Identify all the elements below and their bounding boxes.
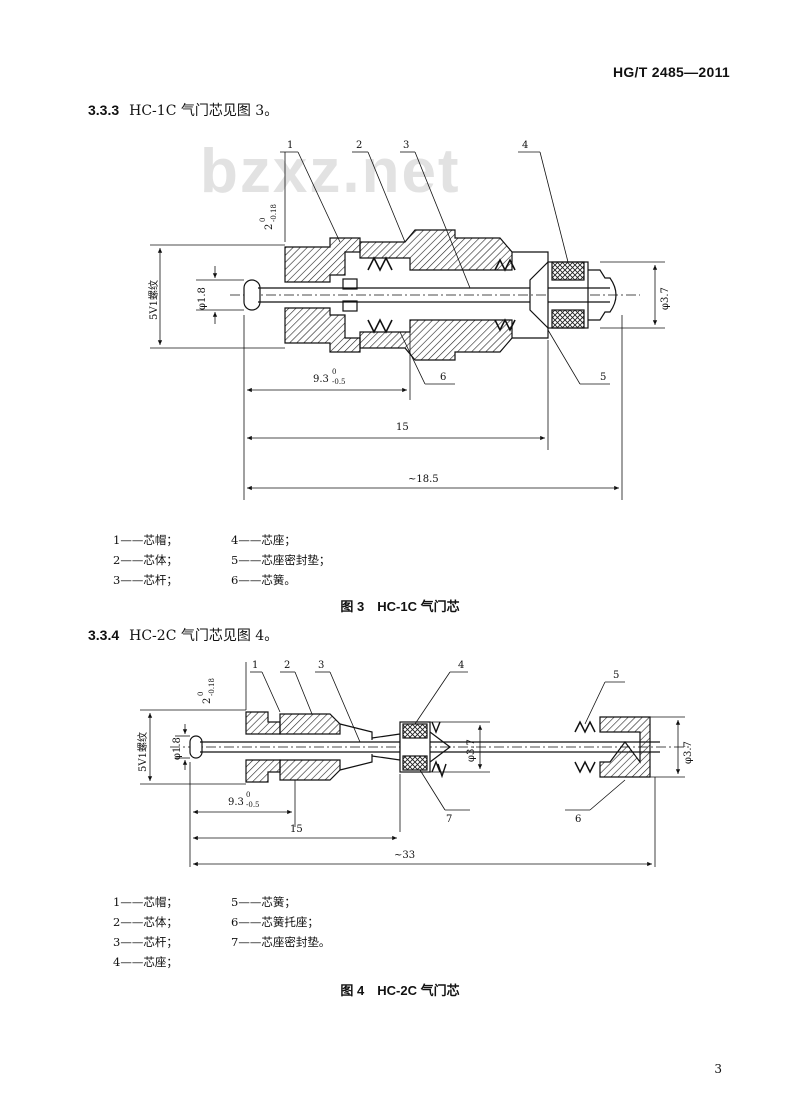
callout-2: 2	[356, 140, 362, 151]
phi-large-label: φ3.7	[660, 287, 671, 310]
section-3-3-3: 3.3.3 HC-1C 气门芯见图 3。	[88, 100, 278, 120]
figure-3-legend: 1——芯帽； 4——芯座； 2——芯体； 5——芯座密封垫； 3——芯杆； 6——芯簧…	[113, 530, 330, 590]
legend-item: 1——芯帽；	[113, 895, 178, 909]
thread-label: 5V1螺纹	[136, 732, 149, 772]
tol-sup: 0	[197, 692, 205, 696]
dimension-texts-fig3: 1 2 3 4 5 6 5V1螺纹 φ1.8 φ3.7 2 0 -0.18 9.…	[147, 140, 671, 485]
len-a-main: 9.3	[313, 374, 329, 385]
section-text: HC-1C 气门芯见图 3。	[129, 103, 279, 119]
legend-row: 2——芯体； 5——芯座密封垫；	[113, 550, 330, 570]
phi-small-label: φ1.8	[197, 287, 208, 310]
callout-2: 2	[284, 660, 290, 671]
len-a-sub: -0.5	[246, 801, 260, 809]
legend-item: 5——芯簧；	[231, 895, 296, 909]
callout-7: 7	[446, 814, 452, 825]
figure-3-caption: 图 3 HC-1C 气门芯	[340, 599, 460, 614]
callout-5: 5	[613, 670, 619, 681]
tol-sup: 0	[259, 218, 267, 222]
callout-5: 5	[600, 372, 606, 383]
valve-core-hc1c	[230, 229, 640, 361]
watermark: bzxz.net	[200, 137, 461, 206]
document-code: HG/T 2485—2011	[612, 64, 730, 80]
callout-4: 4	[522, 140, 528, 151]
legend-item: 6——芯簧托座；	[231, 915, 319, 929]
len-a-sub: -0.5	[332, 378, 346, 386]
legend-row: 2——芯体； 6——芯簧托座；	[113, 912, 330, 932]
legend-item: 3——芯杆；	[113, 573, 178, 587]
section-number: 3.3.3	[88, 102, 120, 118]
page-number: 3	[714, 1062, 722, 1076]
valve-core-hc2c	[170, 711, 690, 783]
dimension-texts-fig4: 1 2 3 4 5 6 7 5V1螺纹 φ1.8 φ3.7 φ3.7 2 0 -…	[136, 660, 694, 861]
section-3-3-4: 3.3.4 HC-2C 气门芯见图 4。	[88, 625, 278, 645]
tol-main: 2	[202, 698, 213, 704]
figure-4-drawing: 1 2 3 4 5 6 7 5V1螺纹 φ1.8 φ3.7 φ3.7 2 0 -…	[136, 660, 694, 867]
legend-row: 1——芯帽； 4——芯座；	[113, 530, 330, 550]
len-b: 15	[290, 824, 303, 835]
len-c: ~33	[394, 850, 415, 861]
legend-item: 4——芯座；	[231, 533, 296, 547]
callout-3: 3	[403, 140, 409, 151]
section-text: HC-2C 气门芯见图 4。	[129, 628, 279, 644]
callout-3: 3	[318, 660, 324, 671]
tol-sub: -0.18	[208, 678, 216, 696]
phi-large-a-label: φ3.7	[466, 739, 477, 762]
figure-3-drawing: 1 2 3 4 5 6 5V1螺纹 φ1.8 φ3.7 2 0 -0.18 9.…	[147, 140, 671, 500]
tol-sub: -0.18	[270, 204, 278, 222]
callout-6: 6	[440, 372, 446, 383]
legend-item: 6——芯簧。	[231, 573, 296, 587]
legend-item: 7——芯座密封垫。	[231, 935, 331, 949]
dimensions-fig4	[140, 662, 685, 867]
legend-item: 2——芯体；	[113, 553, 178, 567]
len-a-sup: 0	[246, 791, 250, 799]
legend-item: 4——芯座；	[113, 955, 178, 969]
legend-row: 4——芯座；	[113, 952, 330, 972]
callout-4: 4	[458, 660, 464, 671]
len-c: ~18.5	[408, 474, 439, 485]
legend-row: 1——芯帽； 5——芯簧；	[113, 892, 330, 912]
len-b: 15	[396, 422, 409, 433]
callout-6: 6	[575, 814, 581, 825]
callout-1: 1	[287, 140, 293, 151]
tol-main: 2	[264, 224, 275, 230]
legend-item: 5——芯座密封垫；	[231, 553, 331, 567]
len-a-sup: 0	[332, 368, 336, 376]
figure-4-caption: 图 4 HC-2C 气门芯	[340, 983, 460, 998]
legend-row: 3——芯杆； 6——芯簧。	[113, 570, 330, 590]
legend-item: 3——芯杆；	[113, 935, 178, 949]
thread-label: 5V1螺纹	[147, 280, 160, 320]
phi-large-b-label: φ3.7	[683, 741, 694, 764]
len-a-main: 9.3	[228, 797, 244, 808]
legend-item: 1——芯帽；	[113, 533, 178, 547]
dimensions-fig3	[150, 151, 665, 500]
figure-4-legend: 1——芯帽； 5——芯簧； 2——芯体； 6——芯簧托座； 3——芯杆； 7——芯座密…	[113, 892, 330, 972]
phi-small-label: φ1.8	[172, 737, 183, 760]
callout-1: 1	[252, 660, 258, 671]
legend-row: 3——芯杆； 7——芯座密封垫。	[113, 932, 330, 952]
legend-item: 2——芯体；	[113, 915, 178, 929]
section-number: 3.3.4	[88, 627, 120, 643]
